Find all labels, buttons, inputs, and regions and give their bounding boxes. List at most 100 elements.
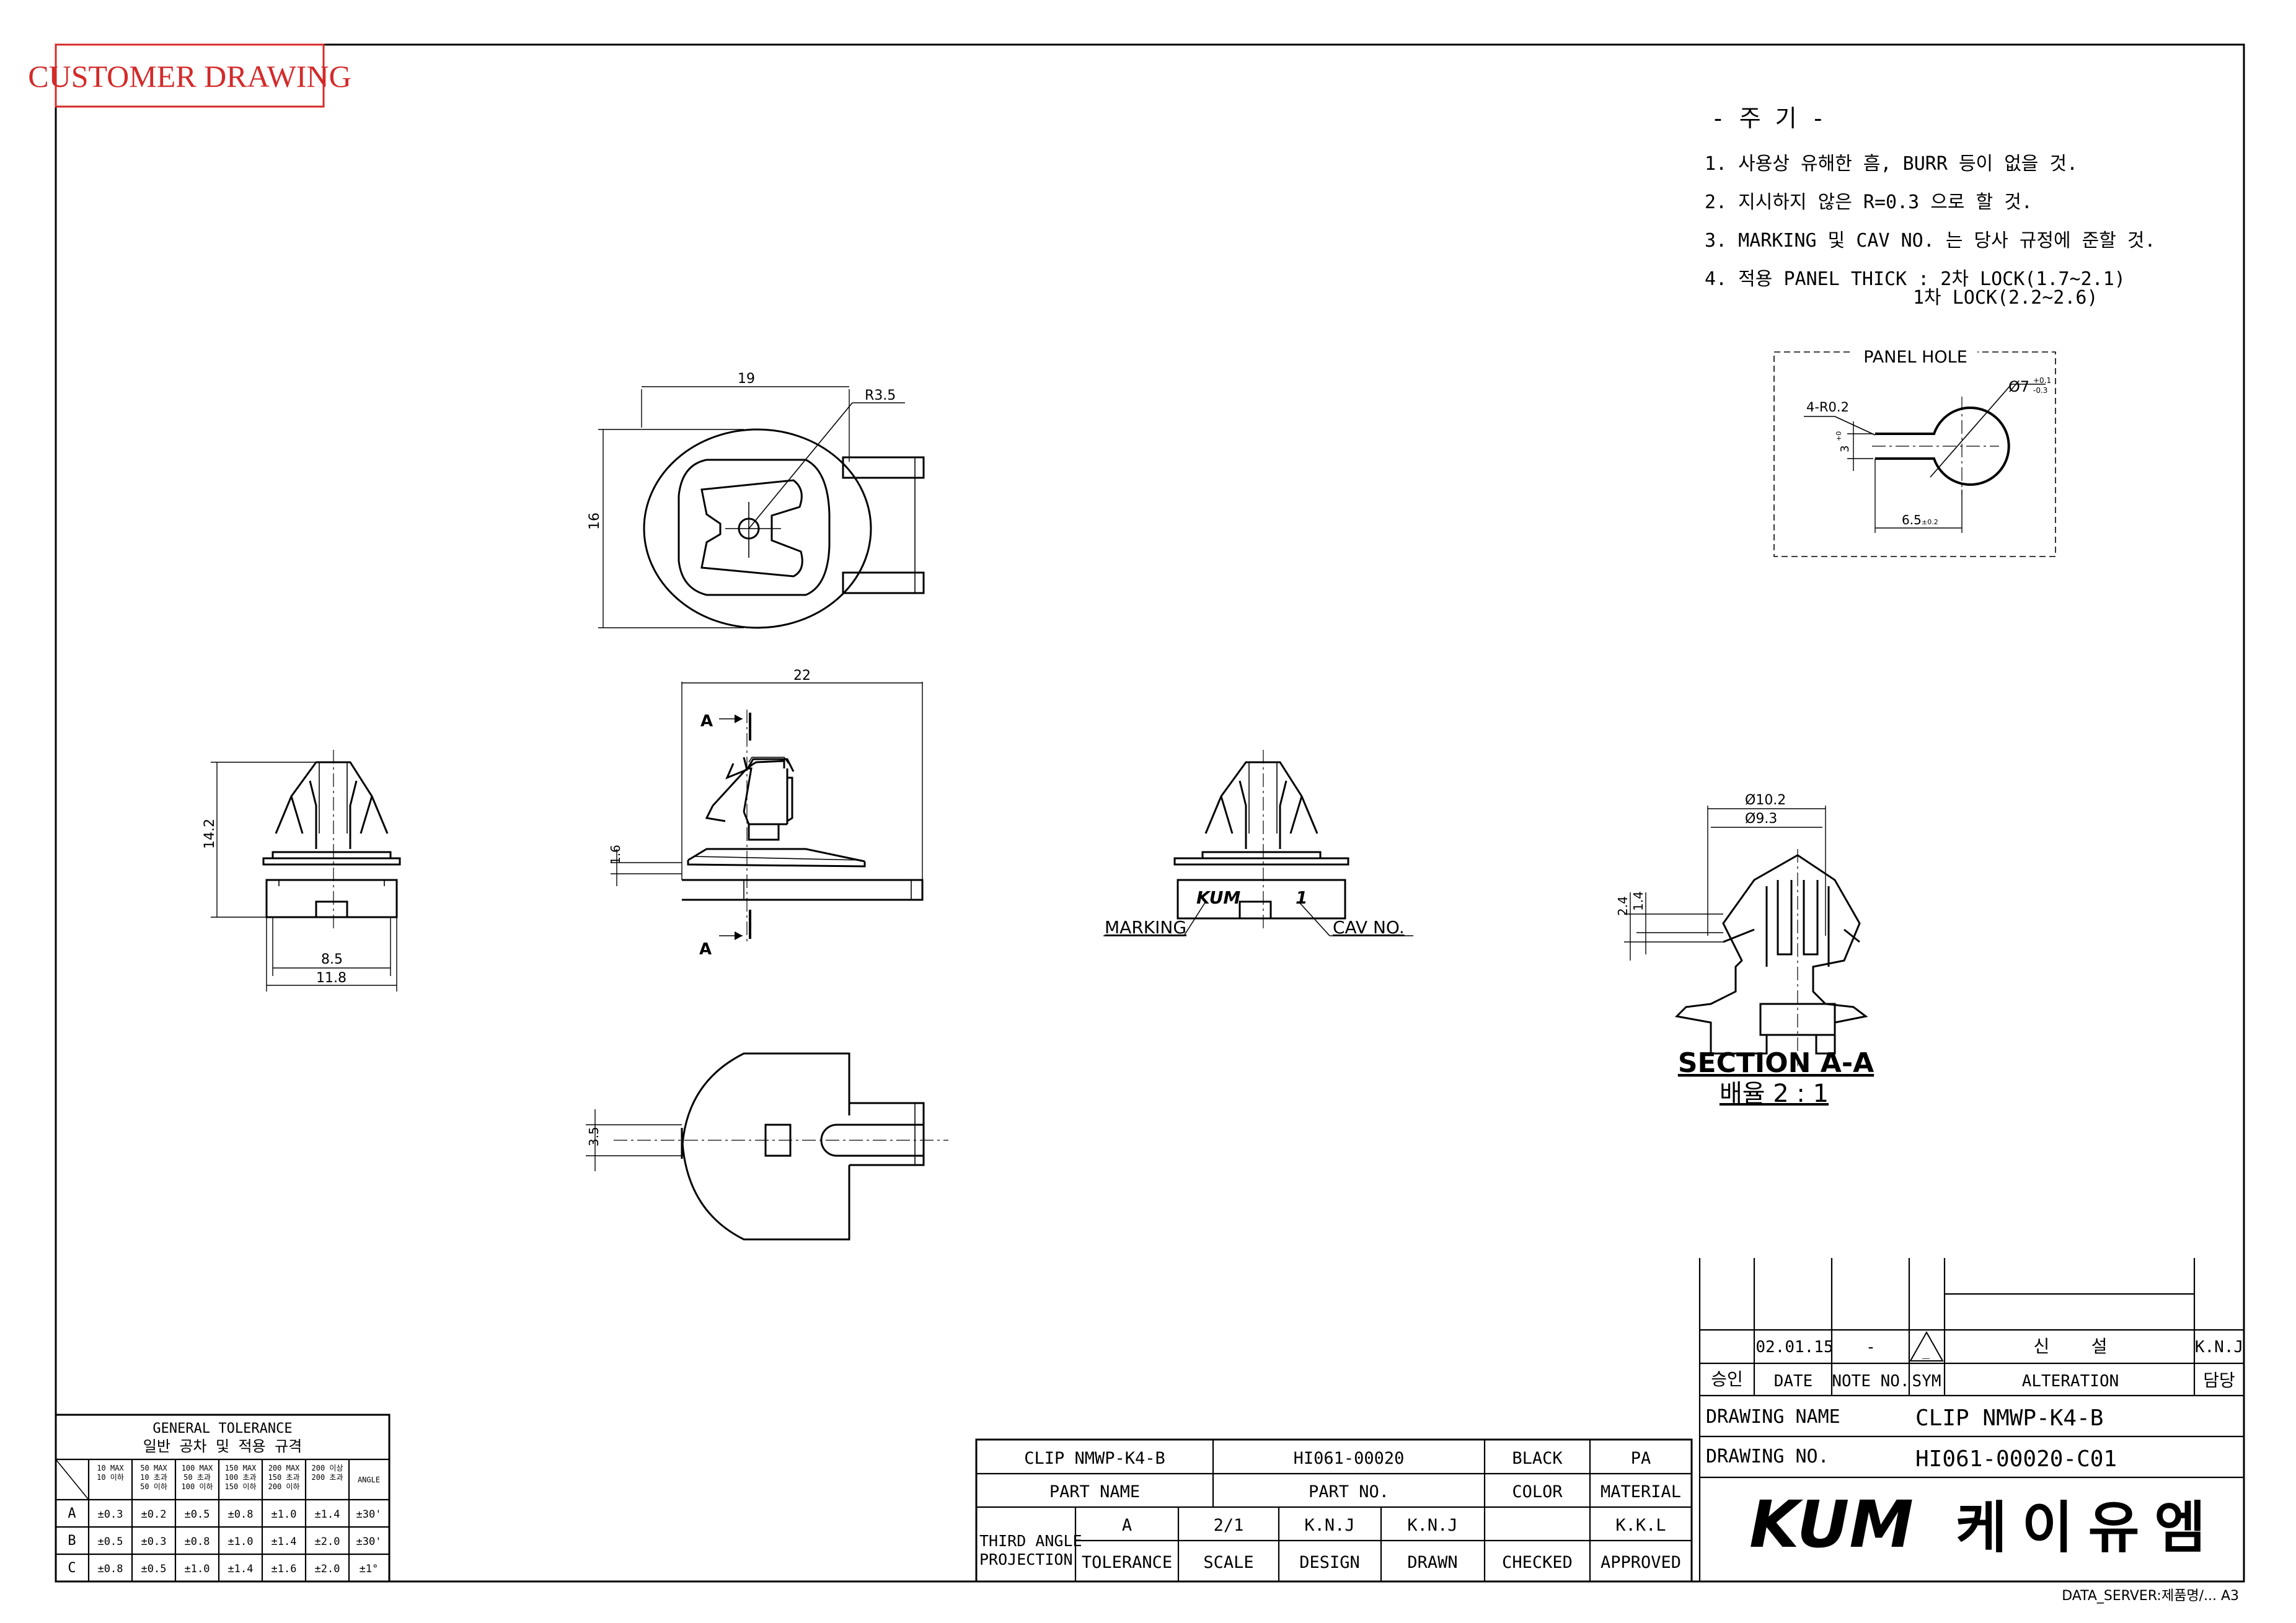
- rev-sym: _: [1922, 1344, 1930, 1359]
- note-4: 4. 적용 PANEL THICK : 2차 LOCK(1.7~2.1): [1705, 268, 2126, 290]
- panel-hole-diameter: Ø7: [2008, 378, 2029, 395]
- rev-approve-header: 승인: [1711, 1369, 1743, 1389]
- panel-hole-slot-tol: +0: [1835, 431, 1843, 441]
- projection-line-2: PROJECTION: [979, 1550, 1073, 1568]
- rev-by-header: 담당: [2203, 1370, 2235, 1391]
- marking-logo: KUM: [1196, 887, 1240, 908]
- tolerance-value-cell: ±1.4: [272, 1536, 297, 1548]
- title-block: CLIP NMWP-K4-B HI061-00020 BLACK PA PART…: [975, 1438, 1693, 1583]
- rev-date-header: DATE: [1774, 1372, 1813, 1391]
- footer-text: DATA_SERVER:제품명/... A3: [2062, 1588, 2239, 1604]
- tolerance-value-cell: ±1.6: [272, 1563, 297, 1575]
- tolerance-header-cell: 150 이하: [225, 1482, 257, 1491]
- section-mark-top: A: [700, 712, 713, 731]
- tolerance-value-cell: ±2.0: [315, 1563, 340, 1575]
- side-height-label: 14.2: [202, 819, 218, 849]
- tolerance-title-1: GENERAL TOLERANCE: [152, 1421, 292, 1436]
- panel-hole-diameter-tol-upper: +0.1: [2033, 376, 2051, 385]
- tolerance-value-cell: ±0.2: [141, 1508, 167, 1521]
- panel-hole-outline: [1875, 407, 2010, 486]
- tolerance-header-cell: 200 초과: [312, 1473, 343, 1482]
- tolerance-header-cell: 200 이하: [268, 1482, 300, 1491]
- tolerance-header-cell: 100 초과: [225, 1473, 257, 1482]
- scale-value: 2/1: [1214, 1516, 1244, 1535]
- top-view: R3.5 19 16: [587, 371, 925, 629]
- rev-note-no: -: [1866, 1338, 1876, 1357]
- front-flange-label: 1.6: [608, 845, 623, 864]
- tolerance-value-cell: ±1.4: [228, 1563, 254, 1575]
- tolerance-value-cell: ±0.8: [98, 1563, 123, 1575]
- tolerance-value-cell: ±0.5: [185, 1508, 210, 1521]
- part-name-value: CLIP NMWP-K4-B: [1024, 1449, 1165, 1468]
- rev-alteration-header: ALTERATION: [2022, 1372, 2119, 1391]
- tolerance-header-cell: 10 초과: [140, 1473, 167, 1482]
- approved-label: APPROVED: [1601, 1553, 1681, 1572]
- revision-block: 02.01.15 - _ 신 설 K.N.J 승인 DATE NOTE NO. …: [1698, 1258, 2244, 1581]
- tolerance-header-cell: 150 초과: [268, 1473, 300, 1482]
- bottom-view: 3.5: [586, 1052, 948, 1241]
- tolerance-header-cell: 100 MAX: [182, 1464, 213, 1472]
- section-h1-label: 2.4: [1615, 896, 1630, 916]
- panel-hole-diameter-tol-lower: -0.3: [2033, 386, 2047, 395]
- tolerance-header-cell: 100 이하: [182, 1482, 213, 1491]
- front-view: 22 1.6 A A: [608, 668, 924, 959]
- section-dia2-label: Ø9.3: [1745, 811, 1777, 827]
- marking-label: MARKING: [1105, 917, 1186, 938]
- tolerance-header-cell: 50 이하: [140, 1482, 167, 1491]
- panel-hole-radius: 4-R0.2: [1806, 400, 1849, 415]
- cav-no-label: CAV NO.: [1333, 917, 1405, 938]
- approved-value: K.K.L: [1615, 1516, 1666, 1535]
- tolerance-header-cell: 10 MAX: [97, 1464, 124, 1472]
- tolerance-value-cell: ±0.8: [185, 1536, 210, 1548]
- tolerance-header-cell: 50 MAX: [140, 1464, 167, 1472]
- note-3: 3. MARKING 및 CAV NO. 는 당사 규정에 준할 것.: [1705, 230, 2156, 252]
- general-notes: - 주 기 - 1. 사용상 유해한 흠, BURR 등이 없을 것. 2. 지…: [1705, 105, 2156, 309]
- panel-hole-length-tol: ±0.2: [1922, 518, 1938, 526]
- part-no-label: PART NO.: [1309, 1482, 1389, 1502]
- section-a-a: Ø10.2 Ø9.3 2.4 1.4 SECTION A-A 배율 2 : 1: [1615, 793, 1874, 1108]
- material-value: PA: [1631, 1449, 1651, 1468]
- tolerance-grade: B: [68, 1533, 76, 1549]
- top-radius-label: R3.5: [865, 388, 896, 403]
- design-value: K.N.J: [1304, 1516, 1354, 1535]
- note-4-cont: 1차 LOCK(2.2~2.6): [1913, 287, 2098, 309]
- section-mark-bottom: A: [699, 940, 712, 959]
- tolerance-header-cell: 150 MAX: [225, 1464, 257, 1472]
- tolerance-value-cell: ±1.4: [315, 1508, 340, 1521]
- front-width-label: 22: [793, 668, 811, 684]
- section-scale: 배율 2 : 1: [1720, 1080, 1829, 1108]
- rev-by: K.N.J: [2195, 1338, 2243, 1357]
- tolerance-value: A: [1122, 1516, 1132, 1535]
- company-logo: KUM: [1749, 1487, 1914, 1562]
- tolerance-header-cell: 200 이상: [312, 1464, 343, 1472]
- rev-alteration: 신 설: [2034, 1336, 2108, 1357]
- note-1: 1. 사용상 유해한 흠, BURR 등이 없을 것.: [1705, 153, 2078, 175]
- scale-label: SCALE: [1203, 1553, 1253, 1572]
- panel-hole-title: PANEL HOLE: [1863, 348, 1967, 367]
- tolerance-value-cell: ±0.5: [141, 1563, 167, 1575]
- marking-view: KUM 1 MARKING CAV NO.: [1103, 750, 1413, 938]
- tolerance-value-cell: ±30': [356, 1536, 382, 1548]
- tolerance-header-cell: 50 초과: [183, 1473, 211, 1482]
- tolerance-value-cell: ±0.5: [98, 1536, 123, 1548]
- tolerance-value-cell: ±2.0: [315, 1536, 340, 1548]
- stamp-label: CUSTOMER DRAWING: [28, 59, 351, 94]
- general-tolerance-table: GENERAL TOLERANCE 일반 공차 및 적용 규격 10 MAX10…: [55, 1414, 391, 1583]
- note-2: 2. 지시하지 않은 R=0.3 으로 할 것.: [1705, 191, 2033, 213]
- tolerance-header-cell: ANGLE: [358, 1476, 380, 1484]
- panel-hole-detail: PANEL HOLE Ø7 +0.1 -0.3 4-R0.2 3 +0 6.5 …: [1773, 340, 2056, 557]
- side-inner-label: 8.5: [321, 952, 343, 967]
- drawing-no-label: DRAWING NO.: [1706, 1446, 1829, 1467]
- tolerance-value-cell: ±1.0: [228, 1536, 254, 1548]
- panel-hole-slot: 3: [1839, 446, 1852, 452]
- cav-digit: 1: [1296, 887, 1307, 908]
- tolerance-value-cell: ±0.3: [98, 1508, 123, 1521]
- checked-label: CHECKED: [1502, 1553, 1573, 1572]
- color-value: BLACK: [1512, 1449, 1563, 1468]
- notes-title: - 주 기 -: [1711, 105, 1825, 132]
- panel-hole-length: 6.5: [1902, 512, 1922, 527]
- drawing-name-value: CLIP NMWP-K4-B: [1915, 1405, 2103, 1431]
- drawn-label: DRAWN: [1407, 1553, 1457, 1572]
- tolerance-value-cell: ±1°: [360, 1563, 379, 1575]
- section-h2-label: 1.4: [1631, 891, 1646, 911]
